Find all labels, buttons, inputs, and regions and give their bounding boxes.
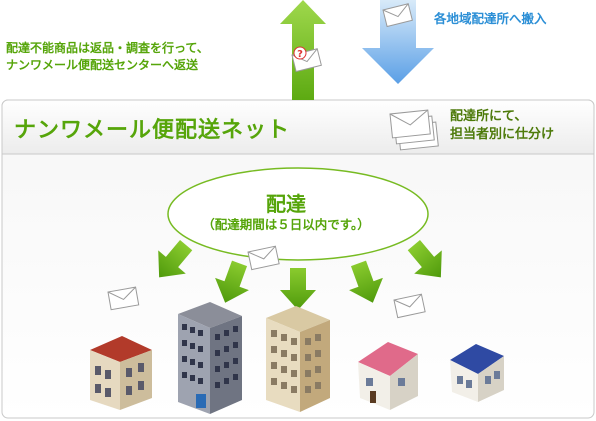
delivery-ellipse — [167, 167, 429, 261]
building-icon — [90, 336, 152, 410]
inbound-envelope-icon — [382, 3, 413, 28]
building-icon — [358, 342, 418, 410]
building-icon — [266, 306, 330, 412]
delivery-arrow-1 — [158, 240, 193, 278]
delivery-arrow-2 — [215, 260, 249, 303]
building-icon — [450, 344, 504, 402]
delivery-period: （配達期間は５日以内です。） — [202, 217, 370, 232]
delivery-label: 配達 — [266, 192, 306, 216]
delivery-arrow-3 — [280, 268, 316, 310]
envelope-icon — [393, 293, 426, 319]
envelope-icon — [107, 286, 140, 311]
question-mark-text: ? — [297, 49, 303, 60]
inbound-note: 各地域配達所へ搬入 — [434, 11, 547, 26]
sorting-note-line1: 配達所にて、 — [450, 109, 528, 124]
delivery-arrow-4 — [349, 260, 383, 303]
delivery-arrow-5 — [407, 240, 442, 278]
sorting-note: 配達所にて、 担当者別に仕分け — [450, 108, 554, 144]
envelope-stack-icon — [389, 109, 439, 151]
return-note-line2: ナンワメール便配送センターへ返送 — [6, 58, 199, 72]
sorting-note-line2: 担当者別に仕分け — [450, 127, 555, 142]
down-arrow-icon — [362, 0, 434, 84]
network-title: ナンワメール便配送ネット — [14, 118, 291, 143]
return-note: 配達不能商品は返品・調査を行って、 ナンワメール便配送センターへ返送 — [6, 40, 296, 74]
building-icon — [178, 302, 242, 414]
envelope-icon — [247, 245, 280, 271]
question-mark-icon — [293, 46, 307, 60]
return-note-line1: 配達不能商品は返品・調査を行って、 — [6, 41, 209, 55]
network-band — [1, 99, 595, 155]
